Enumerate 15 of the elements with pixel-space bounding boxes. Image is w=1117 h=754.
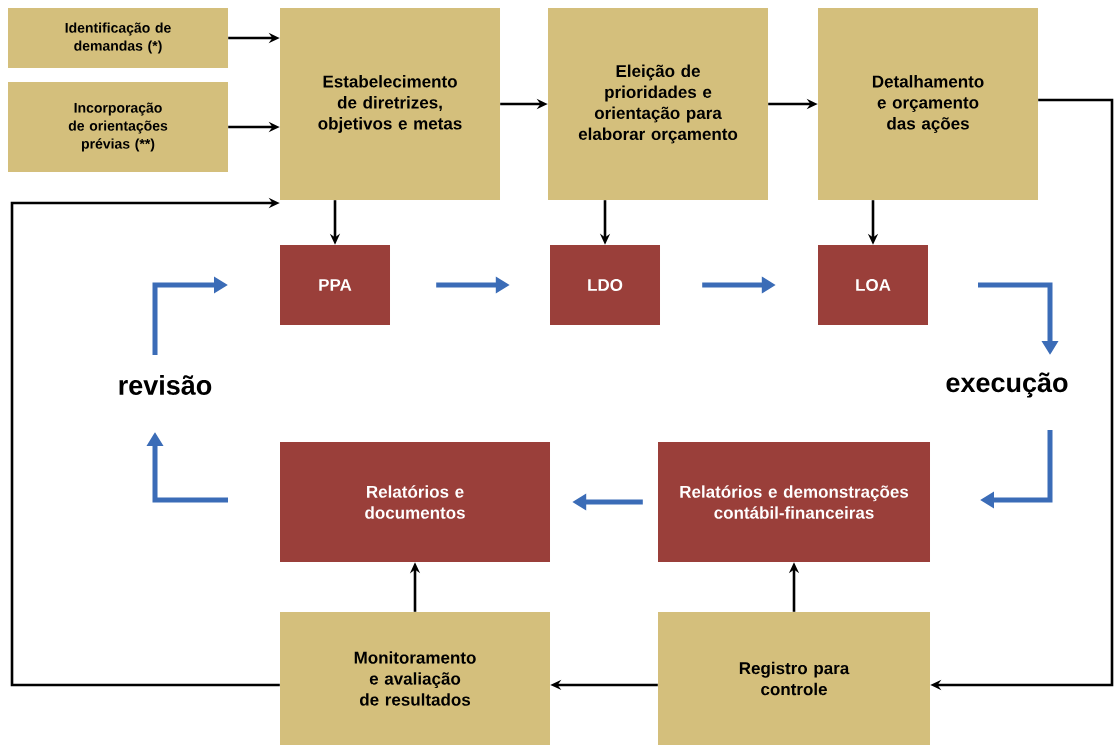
cycle-label: execução <box>946 372 1068 398</box>
arrow <box>10 197 280 687</box>
process-box: Monitoramento e avaliação de resultados <box>280 612 550 745</box>
process-box: Identificação de demandas (*) <box>8 8 228 68</box>
cycle-label: revisão <box>119 375 212 395</box>
document-box: Relatórios e demonstrações contábil-financeiras <box>658 442 930 562</box>
document-box: PPA <box>280 245 390 325</box>
process-box: Registro para controle <box>658 612 930 745</box>
document-box: Relatórios e documentos <box>280 442 550 562</box>
process-box: Estabelecimento de diretrizes, objetivos e metas <box>280 8 500 200</box>
process-box: Incorporação de orientações prévias (**) <box>8 82 228 172</box>
document-box: LDO <box>550 245 660 325</box>
process-box: Detalhamento e orçamento das ações <box>818 8 1038 200</box>
document-box: LOA <box>818 245 928 325</box>
process-box: Eleição de prioridades e orientação para elaborar orçamento <box>548 8 768 200</box>
